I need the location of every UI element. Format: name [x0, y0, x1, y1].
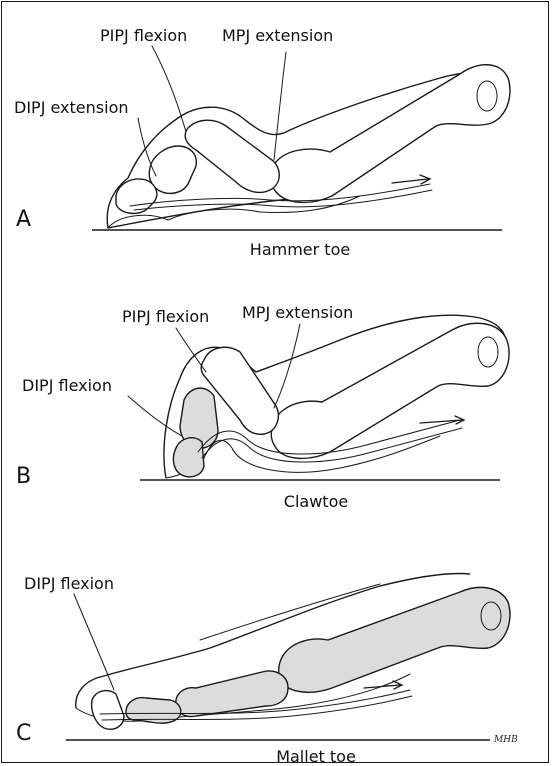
panel-a-letter: A — [16, 207, 31, 232]
panel-c-label-dipj-flexion: DIPJ flexion — [24, 574, 114, 593]
panel-c-pull-arrow — [364, 685, 400, 688]
panel-c-letter: C — [16, 721, 31, 746]
panel-b-label-pipj-flexion: PIPJ flexion — [122, 307, 209, 326]
panel-b-label-dipj-flexion: DIPJ flexion — [22, 376, 112, 395]
panel-a: PIPJ flexion MPJ extension DIPJ extensio… — [14, 26, 510, 259]
panel-b: PIPJ flexion MPJ extension DIPJ flexion … — [16, 303, 509, 511]
panel-b-letter: B — [16, 464, 31, 489]
panel-a-label-dipj-extension: DIPJ extension — [14, 98, 129, 117]
panel-b-caption: Clawtoe — [284, 492, 348, 511]
panel-a-label-mpj-extension: MPJ extension — [222, 26, 333, 45]
panel-c-leader-dipj — [74, 594, 114, 690]
panel-a-caption: Hammer toe — [250, 240, 350, 259]
panel-c: DIPJ flexion C Mallet toe MHB — [16, 574, 518, 766]
panel-b-label-mpj-extension: MPJ extension — [242, 303, 353, 322]
panel-a-label-pipj-flexion: PIPJ flexion — [100, 26, 187, 45]
artist-signature: MHB — [493, 735, 518, 745]
panel-c-caption: Mallet toe — [276, 747, 356, 766]
panel-c-distal-phalanx — [92, 691, 124, 730]
panel-b-distal-phalanx — [173, 438, 204, 477]
